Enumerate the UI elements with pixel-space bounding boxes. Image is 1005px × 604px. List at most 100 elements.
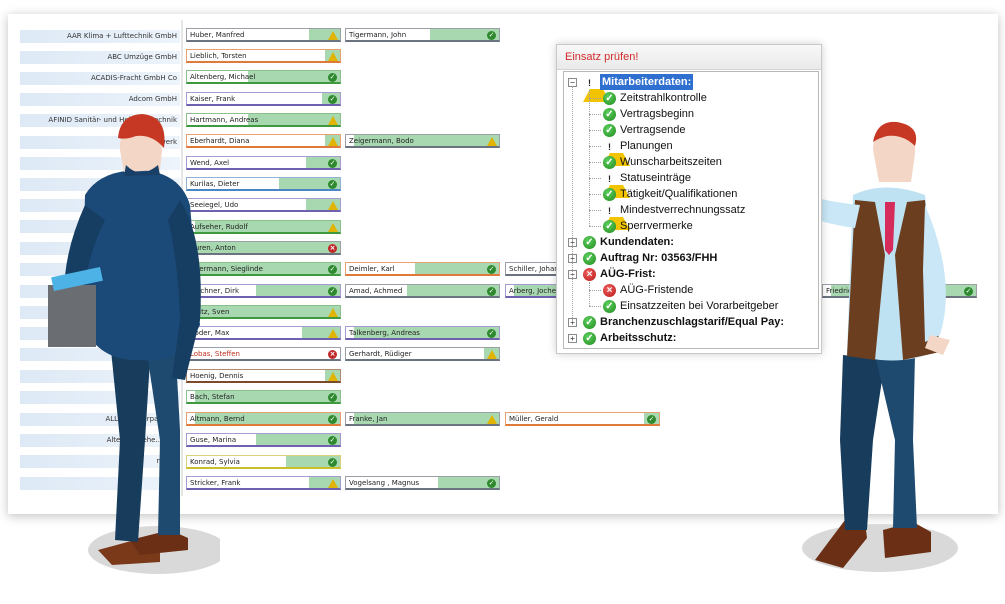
assignment-bar: [353, 135, 499, 146]
employee-name: Bach, Stefan: [190, 393, 235, 401]
tree-connector: [589, 98, 601, 99]
check-icon: ✓: [328, 393, 337, 402]
employee-name: Müller, Gerald: [509, 415, 559, 423]
employee-name: Franke, Jan: [349, 415, 388, 423]
employee-assignment[interactable]: Franke, Jan: [345, 412, 500, 426]
assignment-bar: [306, 199, 340, 210]
employee-assignment[interactable]: Hartmann, Andreas: [186, 113, 341, 127]
check-icon: ✓: [328, 95, 337, 104]
employee-assignment[interactable]: Konrad, Sylvia✓: [186, 455, 341, 469]
warning-icon: [487, 350, 497, 359]
employee-name: Altenberg, Michael: [190, 73, 256, 81]
assignment-bar: [301, 327, 340, 338]
employee-assignment[interactable]: Lieblich, Torsten: [186, 49, 341, 63]
employee-assignment[interactable]: Röder, Max: [186, 326, 341, 340]
employee-assignment[interactable]: Guse, Marina✓: [186, 433, 341, 447]
warning-icon: [328, 116, 338, 125]
warning-icon: [487, 415, 497, 424]
employee-assignment[interactable]: Hoenig, Dennis: [186, 369, 341, 383]
employee-assignment[interactable]: Aufseher, Rudolf: [186, 220, 341, 234]
assignment-bar: [248, 114, 340, 125]
check-icon: [603, 220, 616, 233]
company-row[interactable]: Adcom GmbH: [20, 93, 180, 106]
employee-assignment[interactable]: Vogelsang , Magnus ✓: [345, 476, 500, 490]
assignment-bar: [255, 285, 340, 296]
employee-assignment[interactable]: Müller, Gerald ✓: [505, 412, 660, 426]
employee-name: Vogelsang , Magnus: [349, 479, 420, 487]
warning-icon: [328, 479, 338, 488]
assignment-bar: [194, 263, 340, 274]
check-icon: ✓: [487, 287, 496, 296]
employee-name: Lieblich, Torsten: [190, 52, 247, 60]
employee-name: Lobas, Steffen: [190, 350, 240, 358]
tree-connector: [589, 146, 601, 147]
employee-assignment[interactable]: Huber, Manfred: [186, 28, 341, 42]
tree-node-label: Zeitstrahlkontrolle: [620, 92, 707, 104]
check-icon: ✓: [647, 415, 656, 424]
tree-node-label: Vertragsbeginn: [620, 108, 694, 120]
assignment-bar: [353, 327, 499, 338]
check-icon: ✓: [487, 479, 496, 488]
assignment-bar: [248, 71, 340, 82]
tree-node-label: Sperrvermerke: [620, 220, 693, 232]
employee-name: Hoenig, Dennis: [190, 372, 244, 380]
employee-assignment[interactable]: Altenberg, Michael✓: [186, 70, 341, 84]
warning-icon: [328, 308, 338, 317]
check-icon: ✓: [328, 159, 337, 168]
employee-assignment[interactable]: Talkenberg, Andreas✓: [345, 326, 500, 340]
tree-connector: [589, 130, 601, 131]
company-row[interactable]: ACADIS-Fracht GmbH Co: [20, 72, 180, 85]
check-icon: [583, 316, 596, 329]
check-icon: [583, 252, 596, 265]
employee-assignment[interactable]: Seeiegel, Udo: [186, 198, 341, 212]
check-icon: [603, 92, 616, 105]
employee-name: Alschner, Dirk: [190, 287, 240, 295]
employee-assignment[interactable]: Kaiser, Frank✓: [186, 92, 341, 106]
employee-assignment[interactable]: Stricker, Frank: [186, 476, 341, 490]
tree-connector: [589, 90, 590, 226]
employee-assignment[interactable]: Eberhardt, Diana: [186, 134, 341, 148]
employee-assignment[interactable]: Bach, Stefan ✓: [186, 390, 341, 404]
employee-assignment[interactable]: Kurilas, Dieter✓: [186, 177, 341, 191]
assignment-bar: [414, 263, 499, 274]
employee-name: Huber, Manfred: [190, 31, 245, 39]
check-icon: [603, 124, 616, 137]
employee-name: Gerhardt, Rüdiger: [349, 350, 412, 358]
employee-assignment[interactable]: Auermann, Sieglinde✓: [186, 262, 341, 276]
tree-connector: [589, 282, 590, 306]
employee-name: Tigermann, John: [349, 31, 407, 39]
employee-assignment[interactable]: Gerhardt, Rüdiger: [345, 347, 500, 361]
error-icon: [583, 268, 596, 281]
employee-assignment[interactable]: Deimler, Karl ✓: [345, 262, 500, 276]
company-name: AAR Klima + Lufttechnik GmbH: [66, 32, 177, 40]
warning-icon: [328, 31, 338, 40]
assignment-bar: [255, 434, 340, 445]
check-icon: [603, 188, 616, 201]
assignment-bar: [306, 157, 340, 168]
employee-assignment[interactable]: Wend, Axel✓: [186, 156, 341, 170]
employee-assignment[interactable]: Buren, Anton×: [186, 241, 341, 255]
check-icon: [603, 300, 616, 313]
check-icon: ✓: [487, 265, 496, 274]
employee-assignment[interactable]: Amad, Achmed✓: [345, 284, 500, 298]
employee-assignment[interactable]: Abitz, Sven: [186, 305, 341, 319]
tree-connector: [589, 210, 601, 211]
expand-icon[interactable]: +: [568, 334, 577, 343]
warning-icon: [328, 223, 338, 232]
tree-node-label: Auftrag Nr: 03563/FHH: [600, 252, 718, 264]
tree-connector: [572, 86, 573, 322]
company-row[interactable]: ABC Umzüge GmbH: [20, 51, 180, 64]
tree-connector: [589, 162, 601, 163]
employee-name: Deimler, Karl: [349, 265, 395, 273]
company-row[interactable]: AAR Klima + Lufttechnik GmbH: [20, 30, 180, 43]
employee-assignment[interactable]: Alschner, Dirk✓: [186, 284, 341, 298]
employee-name: Röder, Max: [190, 329, 230, 337]
employee-assignment[interactable]: Zeigermann, Bodo: [345, 134, 500, 148]
check-tree: Mitarbeiterdaten:−ZeitstrahlkontrolleVer…: [563, 71, 819, 349]
employee-assignment[interactable]: Tigermann, John✓: [345, 28, 500, 42]
employee-name: Konrad, Sylvia: [190, 458, 240, 466]
company-name: AFINID Sanitär- und Heizungstechnik: [48, 116, 177, 124]
tree-node-label: Statuseinträge: [620, 172, 691, 184]
employee-assignment[interactable]: Altmann, Bernd✓: [186, 412, 341, 426]
warning-icon: [328, 137, 338, 146]
